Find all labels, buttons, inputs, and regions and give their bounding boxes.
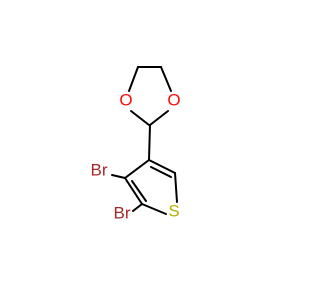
- bond-o-left-c2: [130, 110, 150, 126]
- bond-o-right-c2: [149, 110, 169, 126]
- bromine-upper-label: Br: [91, 160, 108, 179]
- bond-c3-c2: [124, 177, 143, 205]
- oxygen-right-label: O: [167, 90, 180, 109]
- bond-ch2-o-left: [128, 66, 139, 92]
- bond-c3-c4: [124, 159, 150, 179]
- bond-c4-c5: [148, 159, 176, 174]
- bond-c2-c4: [148, 124, 151, 161]
- sulfur-label: S: [168, 201, 179, 220]
- bond-c4-c5-inner: [150, 166, 172, 178]
- bond-s-c2-ring: [141, 203, 167, 215]
- bond-ch2-o-right: [160, 66, 172, 92]
- bromine-lower-label: Br: [114, 203, 131, 222]
- bond-c5-s: [174, 172, 178, 203]
- structure-diagram: O O Br Br S: [90, 66, 181, 223]
- bond-c3-c2-inner: [131, 180, 147, 202]
- bond-c3-br: [111, 174, 126, 179]
- oxygen-left-label: O: [119, 90, 132, 109]
- bond-c2-br: [132, 203, 143, 212]
